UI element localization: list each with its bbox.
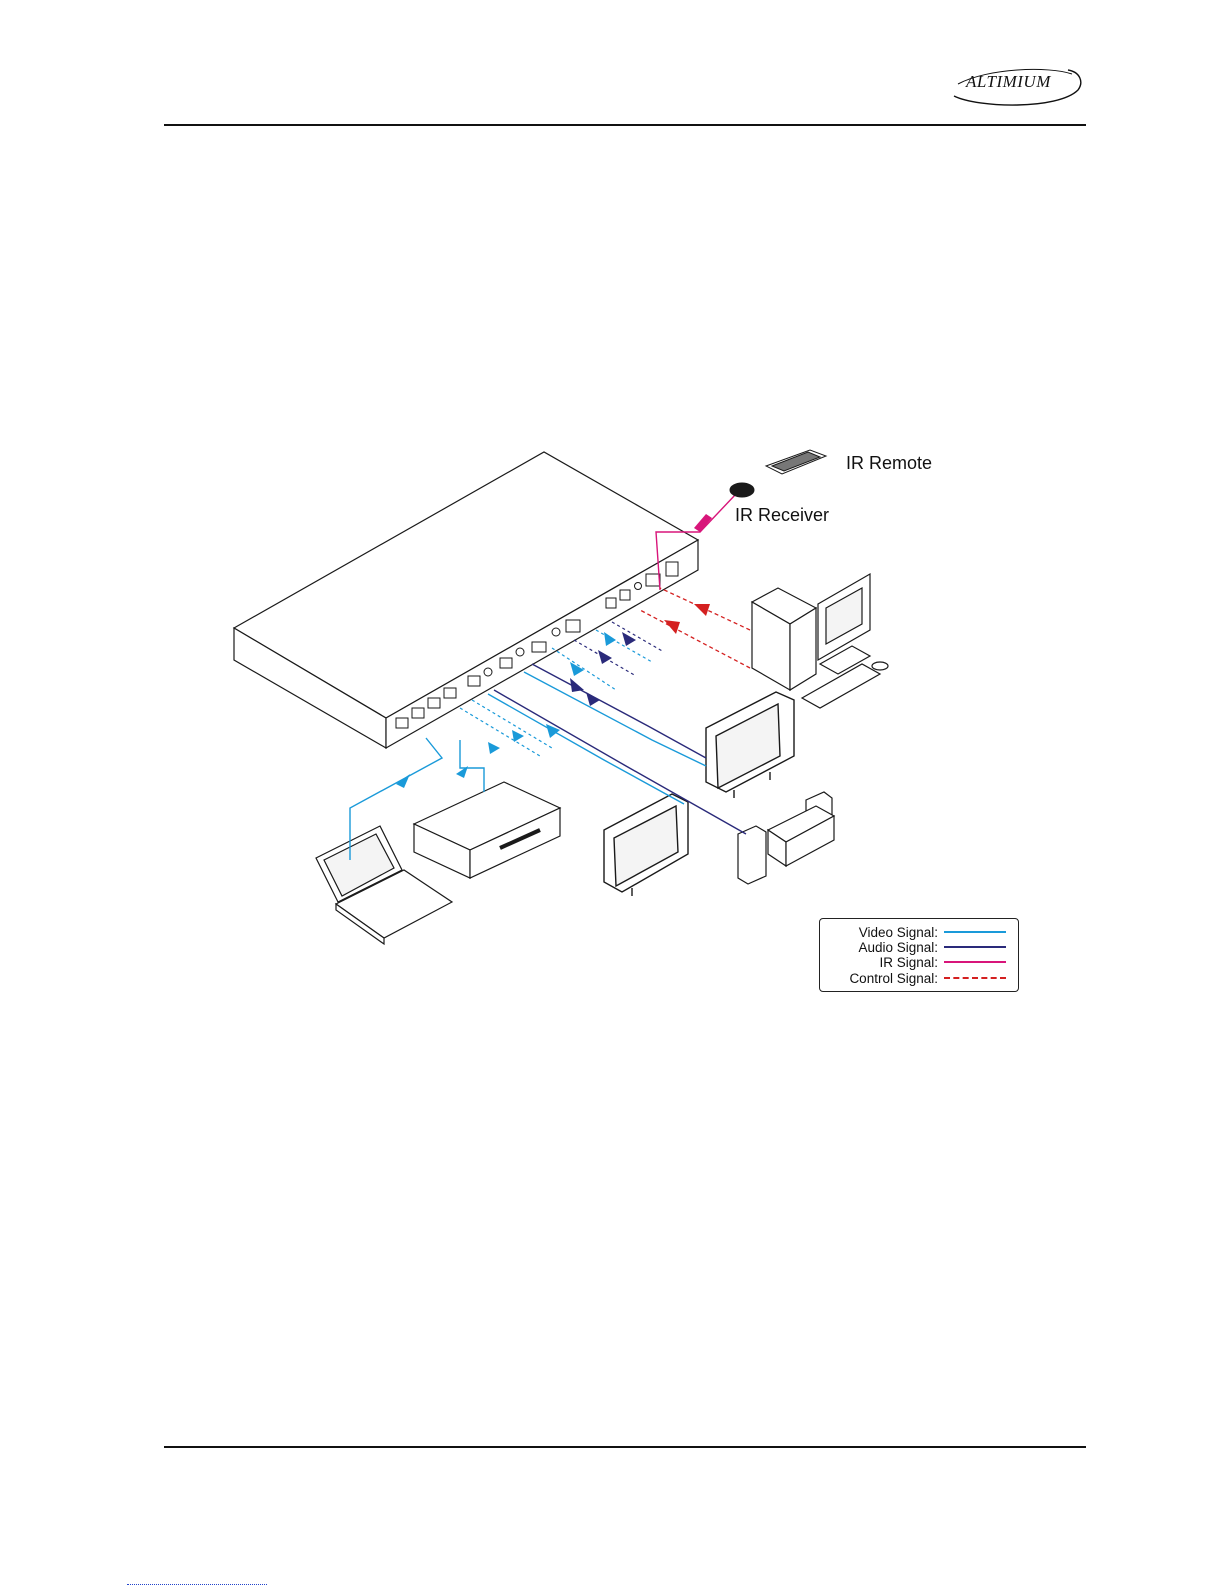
legend-audio: Audio Signal: [820, 939, 1006, 955]
audio-output-display [532, 664, 706, 758]
footer-rule [164, 1446, 1086, 1448]
ir-remote [766, 450, 826, 474]
video-input-dvd [460, 740, 484, 792]
display-bottom [604, 794, 688, 896]
legend-video-label: Video Signal: [820, 925, 938, 940]
legend-ir-swatch [944, 961, 1006, 963]
control-cables [640, 588, 750, 668]
legend-audio-label: Audio Signal: [820, 940, 938, 955]
legend-audio-swatch [944, 946, 1006, 948]
legend-ir: IR Signal: [820, 954, 1006, 970]
matrix-switcher [234, 452, 698, 748]
legend-video-swatch [944, 931, 1006, 933]
legend-ir-label: IR Signal: [820, 955, 938, 970]
legend-control: Control Signal: [820, 970, 1006, 986]
legend-video: Video Signal: [820, 924, 1006, 940]
display-right [706, 692, 794, 798]
dvd-player [414, 782, 560, 878]
ir-receiver [730, 483, 754, 497]
audio-system [738, 792, 834, 884]
legend-control-label: Control Signal: [820, 971, 938, 986]
video-output-bottom [488, 694, 684, 804]
pc [752, 574, 888, 708]
ir-remote-label: IR Remote [846, 453, 932, 474]
ir-receiver-label: IR Receiver [735, 505, 829, 526]
video-output-right [524, 672, 706, 766]
legend-control-swatch [944, 977, 1006, 979]
signal-legend: Video Signal: Audio Signal: IR Signal: C… [819, 918, 1019, 992]
